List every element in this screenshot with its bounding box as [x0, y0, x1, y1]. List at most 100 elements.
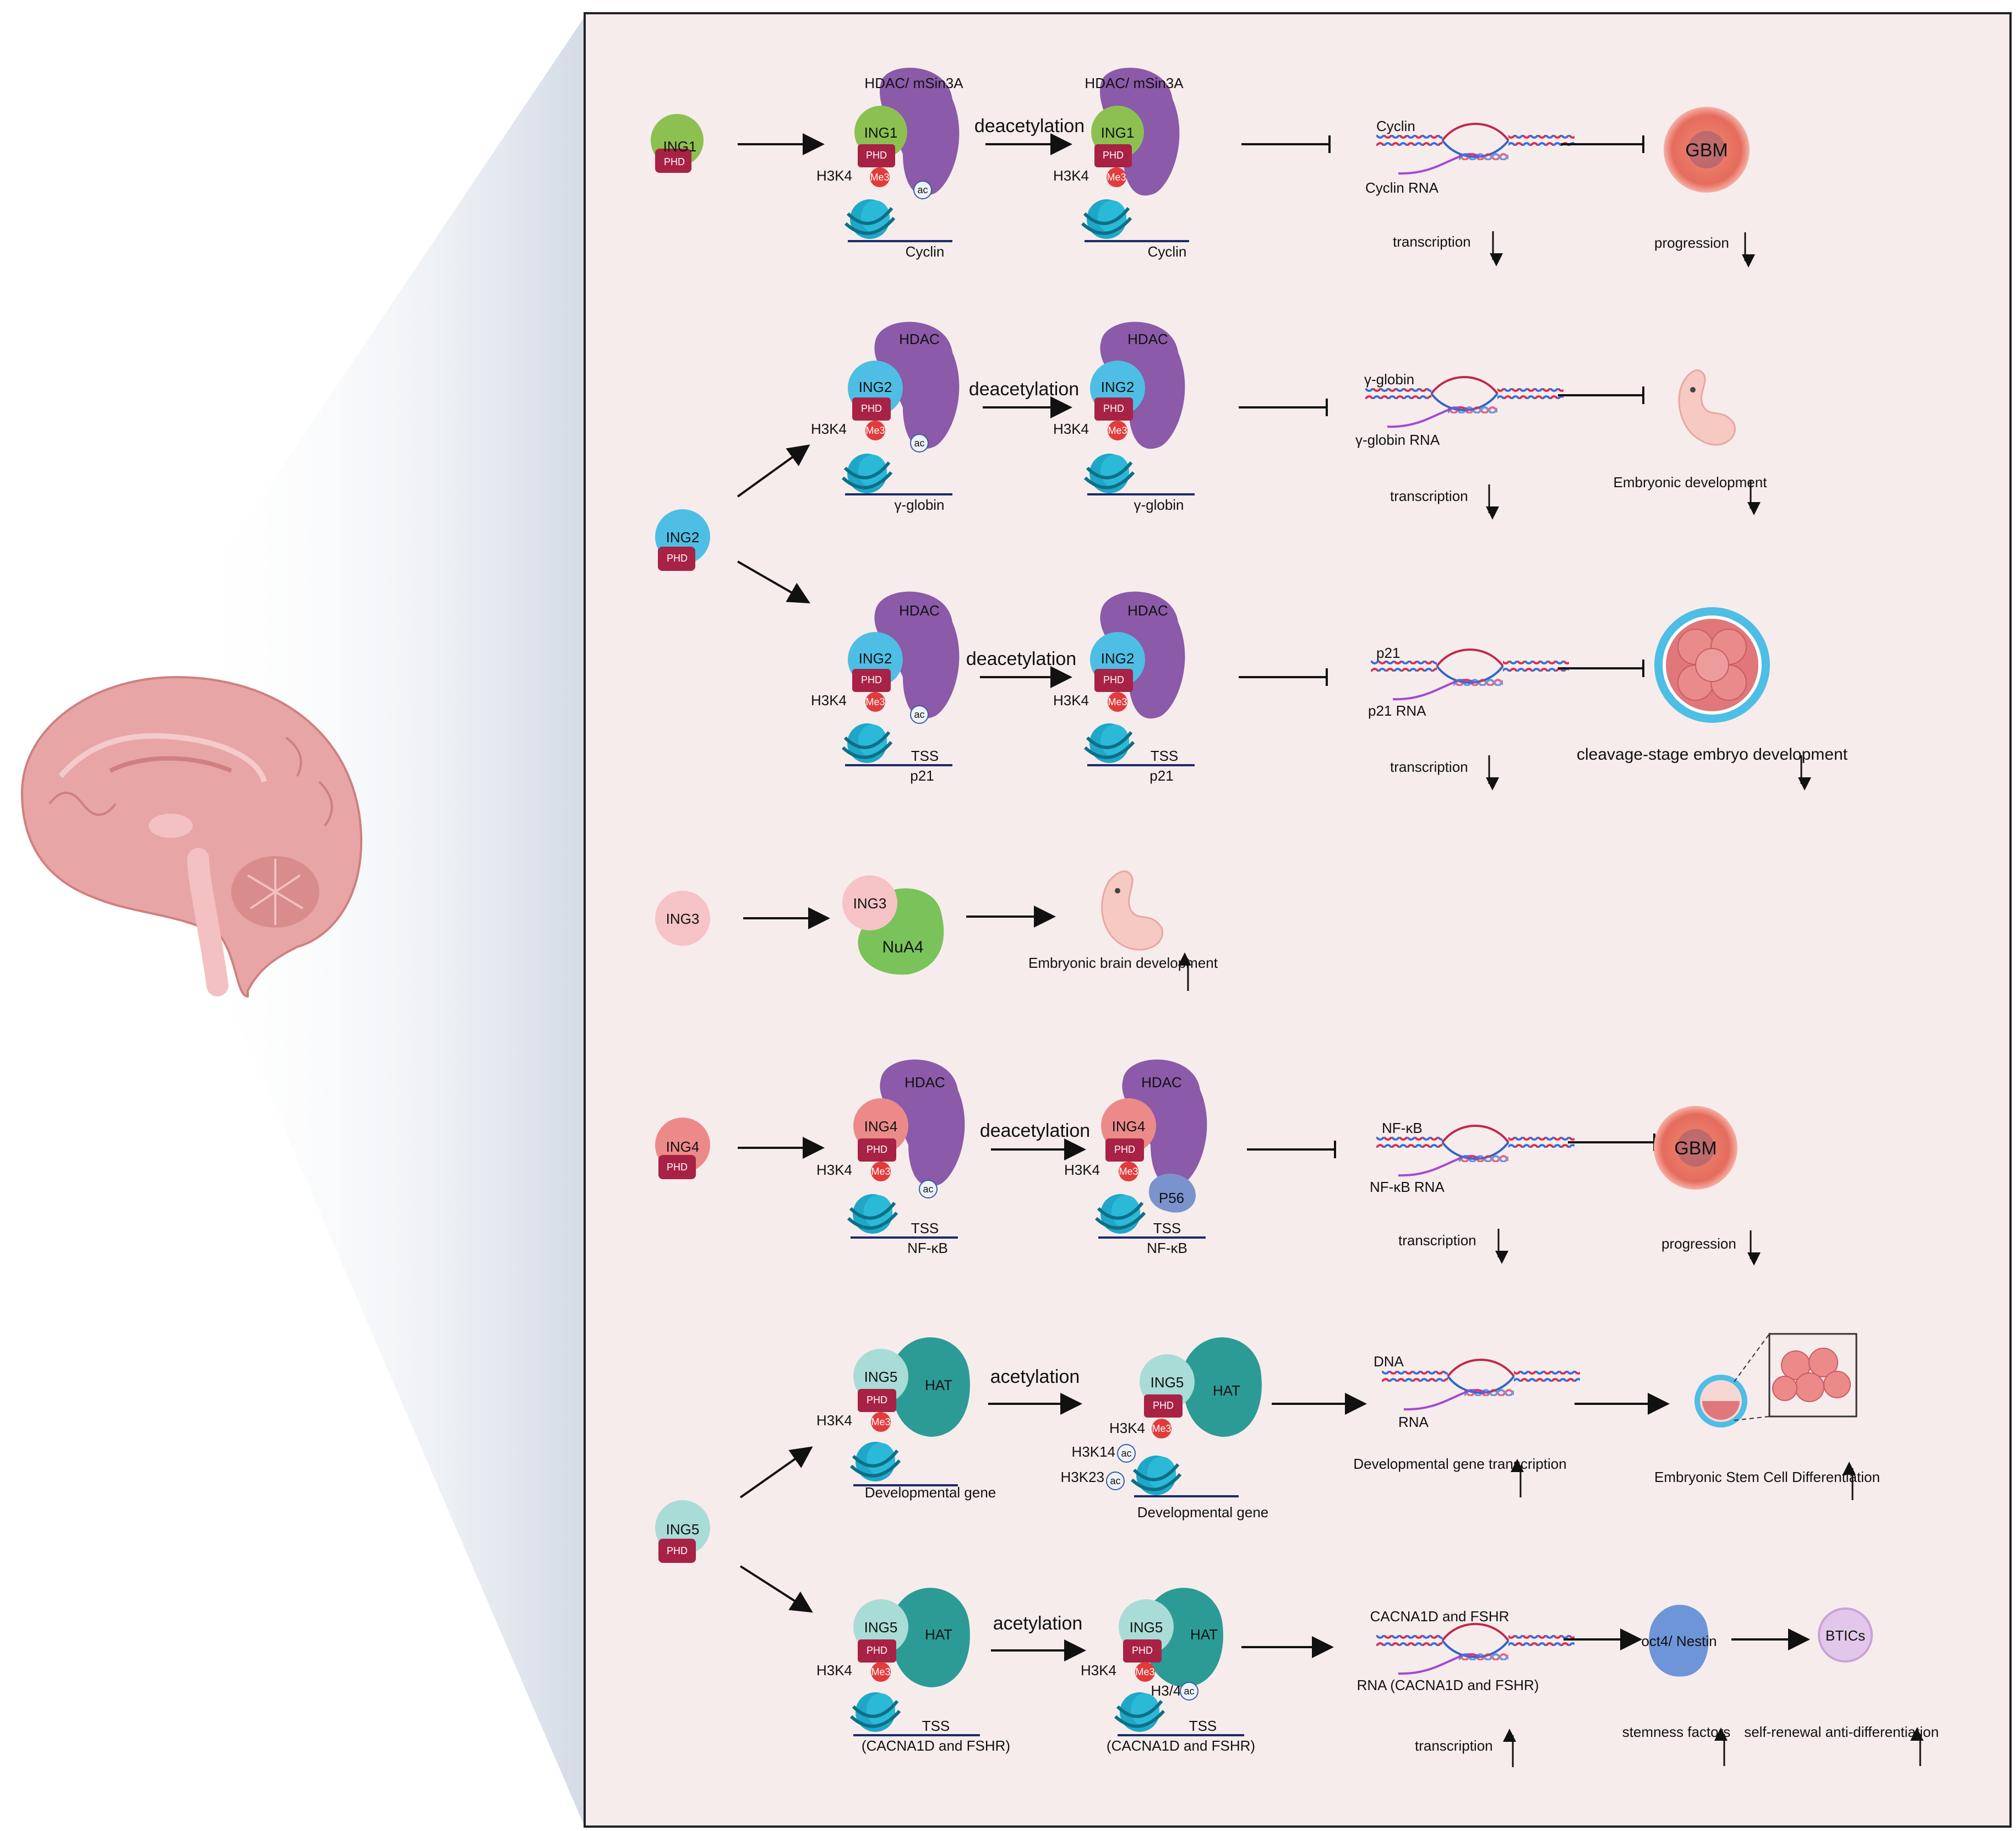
phd-label: PHD — [664, 156, 685, 167]
phd-label: PHD — [861, 403, 882, 414]
h3k4-label: H3K4 — [1081, 1662, 1116, 1679]
phd-label: PHD — [861, 674, 882, 685]
dna-label: DNA — [1374, 1353, 1404, 1370]
ing2-label: ING2 — [666, 529, 700, 546]
phd-label: PHD — [867, 1144, 887, 1155]
gamma-globin-gene-label: γ-globin — [894, 497, 944, 513]
cacna-tss-label: (CACNA1D and FSHR) — [862, 1737, 1010, 1754]
row-ing2-globin: HDAC ING2 PHD Me3 H3K4 ac γ-globin deace… — [811, 321, 1767, 520]
h3k4-label: H3K4 — [816, 1162, 852, 1178]
ac-label: ac — [1184, 1686, 1194, 1697]
tss-label: TSS — [922, 1718, 950, 1734]
ing5-hat-complex: HAT ING5 PHD Me3 H3K4 Developmental gene — [816, 1337, 996, 1501]
hat-label: HAT — [925, 1626, 952, 1643]
btics-label: BTICs — [1826, 1627, 1865, 1644]
deacetylation-label: deacetylation — [974, 116, 1085, 137]
inhibition-arrow — [1241, 135, 1331, 153]
ing2-hdac-complex-deacetylated: HDAC ING2 PHD Me3 H3K4 γ-globin — [1053, 321, 1195, 513]
ing5-hat-complex-cacna-acetylated: HAT ING5 PHD Me3 H3K4 H3/4 ac TSS (CACNA… — [1081, 1588, 1255, 1754]
ing3-protein: ING3 — [655, 891, 710, 946]
rna-cacna-label: RNA (CACNA1D and FSHR) — [1357, 1677, 1539, 1693]
stemness-factors-label: stemness factors — [1622, 1724, 1731, 1740]
h3k4-label: H3K4 — [1053, 421, 1089, 437]
me3-label: Me3 — [1119, 1166, 1138, 1177]
p21-gene-label: p21 — [910, 767, 934, 784]
ing1-protein: ING1 PHD — [651, 114, 704, 173]
nfkb-gene-label: NF-κB — [907, 1240, 948, 1256]
phd-label: PHD — [1153, 1400, 1174, 1411]
phd-label: PHD — [866, 150, 887, 161]
hdac-label: HDAC — [905, 1074, 945, 1091]
ing3-nua4-complex: ING3 NuA4 — [842, 875, 944, 975]
ing3-label: ING3 — [853, 895, 887, 912]
cyclin-transcription: Cyclin Cyclin RNA transcription — [1365, 118, 1576, 266]
h3k4-label: H3K4 — [1109, 1420, 1145, 1436]
me3-label: Me3 — [865, 696, 885, 707]
ing1-hdac-complex-deacetylated: HDAC/ mSin3A ING1 PHD Me3 H3K4 Cyclin — [1053, 67, 1189, 260]
tss-label: TSS — [911, 1220, 939, 1236]
globin-transcription: γ-globin γ-globin RNA transcription — [1355, 371, 1565, 520]
ac-label: ac — [923, 1184, 933, 1195]
me3-label: Me3 — [871, 1416, 890, 1427]
main-panel — [584, 12, 2012, 1828]
hat-label: HAT — [1213, 1382, 1240, 1399]
ing2-hdac-complex: HDAC ING2 PHD Me3 H3K4 ac γ-globin — [811, 321, 960, 513]
nfkb-gene-label: NF-κB — [1147, 1240, 1187, 1256]
inhibition-arrow — [1239, 399, 1328, 416]
phd-label: PHD — [1103, 674, 1124, 685]
row-ing5-cacna: HAT ING5 PHD Me3 H3K4 TSS (CACNA1D and F… — [816, 1588, 1939, 1767]
inhibition-arrow — [1561, 135, 1644, 153]
inhibition-arrow — [1247, 1141, 1336, 1158]
cyclin-gene-label: Cyclin — [1148, 243, 1187, 260]
ing4-hdac-p56-complex: HDAC ING4 PHD Me3 H3K4 P56 TSS NF-κB — [1064, 1059, 1207, 1256]
phd-label: PHD — [867, 1645, 887, 1656]
nfkb-transcription: NF-κB NF-κB RNA transcription — [1370, 1120, 1576, 1264]
inhibition-arrow — [1239, 668, 1328, 686]
ing2-hdac-complex-p21: HDAC ING2 PHD Me3 H3K4 ac TSS p21 — [811, 591, 960, 784]
hdac-label: HDAC — [899, 331, 940, 347]
ing1-label: ING1 — [1101, 124, 1135, 141]
p21-rna-label: p21 RNA — [1368, 702, 1426, 719]
me3-label: Me3 — [1107, 172, 1126, 183]
progression-label: progression — [1654, 235, 1729, 251]
deacetylation-label: deacetylation — [980, 1120, 1090, 1141]
cacna-label: CACNA1D and FSHR — [1370, 1608, 1510, 1625]
me3-label: Me3 — [870, 172, 889, 183]
ing5-label: ING5 — [864, 1369, 898, 1385]
oct4-nestin-node: oct4/ Nestin stemness factors — [1622, 1605, 1731, 1766]
tss-label: TSS — [911, 748, 939, 764]
me3-label: Me3 — [871, 1666, 890, 1677]
ing5-hat-complex-acetylated: HAT ING5 PHD Me3 H3K4 ac H3K14 ac H3K23 … — [1061, 1337, 1268, 1521]
p21-gene-label: p21 — [1149, 767, 1173, 784]
nfkb-rna-label: NF-κB RNA — [1370, 1179, 1445, 1195]
esc-differentiation-label: Embryonic Stem Cell Differentiation — [1654, 1469, 1880, 1485]
ing5-hat-complex-cacna: HAT ING5 PHD Me3 H3K4 TSS (CACNA1D and F… — [816, 1588, 1010, 1754]
h3k14-label: H3K14 — [1072, 1443, 1116, 1460]
arrow — [737, 560, 810, 603]
hdac-label: HDAC — [899, 602, 940, 619]
ing1-hdac-complex: HDAC/ mSin3A ING1 PHD Me3 H3K4 ac Cyclin — [816, 67, 963, 260]
cyclin-label: Cyclin — [1376, 118, 1415, 134]
ing2-hdac-complex-p21-deacetylated: HDAC ING2 PHD Me3 H3K4 TSS p21 — [1053, 591, 1195, 784]
cacna-transcription: CACNA1D and FSHR RNA (CACNA1D and FSHR) … — [1357, 1608, 1576, 1767]
me3-label: Me3 — [1108, 696, 1127, 707]
embryonic-brain-label: Embryonic brain development — [1028, 955, 1218, 971]
phd-label: PHD — [867, 1394, 887, 1405]
row-ing1: ING1 PHD HDAC/ mSin3A ING1 PHD Me3 H3K4 … — [651, 67, 1755, 268]
ac-label: ac — [914, 709, 924, 720]
p56-label: P56 — [1159, 1190, 1184, 1206]
h3k23-label: H3K23 — [1061, 1469, 1105, 1485]
hat-label: HAT — [925, 1377, 952, 1393]
arrow — [737, 444, 810, 498]
phd-label: PHD — [667, 1162, 688, 1173]
phd-label: PHD — [667, 553, 688, 564]
ing2-label: ING2 — [859, 650, 892, 667]
arrow — [739, 1565, 813, 1613]
ing5-label: ING5 — [1130, 1619, 1163, 1636]
inhibition-arrow — [1558, 386, 1644, 404]
inhibition-arrow — [1558, 660, 1644, 677]
ing5-label: ING5 — [666, 1521, 700, 1538]
hdac-msin3a-label: HDAC/ mSin3A — [864, 75, 963, 91]
progression-label: progression — [1661, 1235, 1736, 1252]
ing5-label: ING5 — [1151, 1374, 1184, 1391]
